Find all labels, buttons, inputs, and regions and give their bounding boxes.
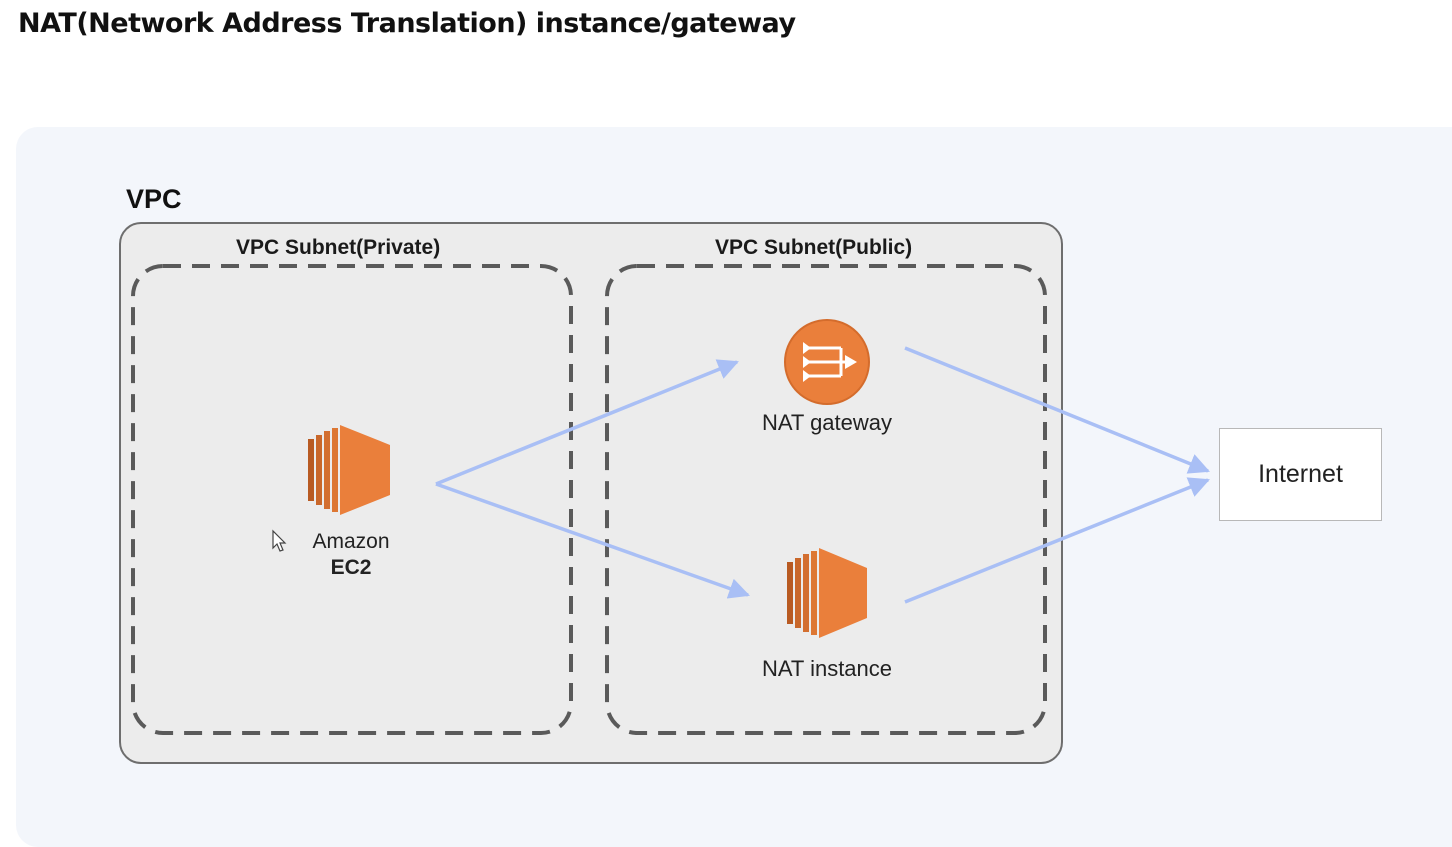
public-subnet-boundary <box>605 264 1047 735</box>
page-title: NAT(Network Address Translation) instanc… <box>18 8 796 39</box>
nat-instance-label: NAT instance <box>761 656 893 681</box>
diagram-graphics <box>131 264 1210 735</box>
nat-gateway-icon <box>784 319 870 405</box>
ec2-label-line1: Amazon <box>312 530 390 553</box>
private-subnet-label: VPC Subnet(Private) <box>236 236 441 259</box>
internet-label: Internet <box>1258 460 1343 488</box>
nat-gateway-label: NAT gateway <box>761 410 893 435</box>
arrow-nat-gateway-to-internet <box>904 346 1210 474</box>
arrow-ec2-to-nat-gateway <box>435 359 739 486</box>
arrows <box>435 346 1210 604</box>
cursor-icon <box>272 529 287 552</box>
ec2-label: Amazon EC2 <box>306 528 396 580</box>
ec2-label-line2: EC2 <box>330 556 372 579</box>
nat-instance-icon <box>787 548 867 638</box>
arrow-ec2-to-nat-instance <box>435 482 750 599</box>
public-subnet-label: VPC Subnet(Public) <box>715 236 913 259</box>
arrow-nat-instance-to-internet <box>904 477 1210 604</box>
private-subnet-boundary <box>131 264 573 735</box>
internet-node: Internet <box>1219 428 1382 521</box>
vpc-container <box>119 222 1063 764</box>
vpc-label: VPC <box>126 184 182 214</box>
ec2-icon <box>308 425 390 515</box>
